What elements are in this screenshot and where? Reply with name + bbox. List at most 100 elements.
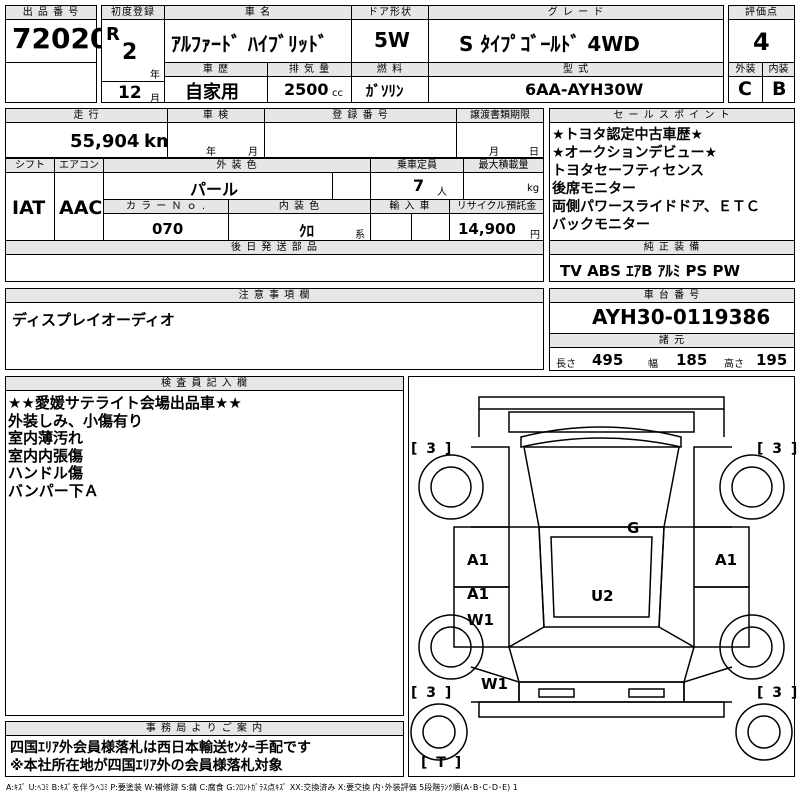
inspector-line: 室内内張傷 xyxy=(8,446,84,465)
transfer-label: 譲渡書類期限 xyxy=(457,109,543,123)
exterior-grade-box: 外装 C xyxy=(728,62,763,103)
mileage: 55,904 xyxy=(70,131,140,152)
tire-spare: [ T ] xyxy=(421,755,464,771)
score: 4 xyxy=(753,28,770,56)
office-box: 事 務 局 よ り ご 案 内 四国ｴﾘｱ外会員様落札は西日本輸送ｾﾝﾀｰ手配で… xyxy=(5,721,404,777)
model-label: 型 式 xyxy=(429,63,723,77)
month-unit: 月 xyxy=(150,94,160,105)
year-unit: 年 xyxy=(150,70,160,81)
transfer-box: 譲渡書類期限 月 日 xyxy=(456,108,544,158)
height-label: 高さ xyxy=(724,359,744,370)
ac-box: エアコン AAC xyxy=(54,158,104,241)
shift: IAT xyxy=(12,197,46,219)
later-parts-box: 後 日 発 送 部 品 xyxy=(5,240,544,282)
equipment-items: TV ABS ｴｱB ｱﾙﾐ PS PW xyxy=(560,262,741,280)
sales-point-line: トヨタセーフティセンス xyxy=(552,163,705,179)
first-registration-box: 初度登録 R 2 年 12 月 xyxy=(101,5,165,105)
damage-mark: W1 xyxy=(467,611,494,629)
damage-mark: A1 xyxy=(467,551,490,569)
sales-points-box: セ ー ル ス ポ イ ン ト ★トヨタ認定中古車歴★ ★オークションデビュー★… xyxy=(549,108,795,241)
chassis-label: 車 台 番 号 xyxy=(550,289,794,303)
sales-point-line: 後席モニター xyxy=(552,181,636,197)
color-number: 070 xyxy=(152,220,184,238)
dimensions-label: 諸 元 xyxy=(550,334,794,348)
width-value: 185 xyxy=(676,351,708,369)
notes-text: ディスプレイオーディオ xyxy=(12,311,175,329)
mileage-box: 走 行 55,904 km xyxy=(5,108,175,158)
fuel: ｶﾞｿﾘﾝ xyxy=(366,82,404,100)
ac-label: エアコン xyxy=(55,159,103,173)
history-label: 車 歴 xyxy=(165,63,267,77)
interior-color-unit: 系 xyxy=(355,230,365,241)
displacement: 2500 xyxy=(284,80,329,99)
length-value: 495 xyxy=(592,351,624,369)
car-name-label: 車 名 xyxy=(165,6,351,20)
equipment-label: 純 正 装 備 xyxy=(550,241,794,255)
score-label: 評価点 xyxy=(729,6,794,20)
notes-label: 注 意 事 項 欄 xyxy=(6,289,543,303)
recycle-label: リサイクル預託金 xyxy=(450,200,543,214)
registration-month: 12 xyxy=(118,83,142,103)
tire-front-right: [ 3 ] xyxy=(757,441,800,457)
history-box: 車 歴 自家用 xyxy=(164,62,268,103)
tire-front-left: [ 3 ] xyxy=(411,441,454,457)
color-box: 外 装 色 パール xyxy=(103,158,371,200)
import-box: 輸 入 車 xyxy=(370,199,450,241)
recycle-unit: 円 xyxy=(530,230,540,241)
first-registration-label: 初度登録 xyxy=(102,6,164,20)
damage-mark: A1 xyxy=(715,551,738,569)
load-label: 最大積載量 xyxy=(464,159,543,173)
grade-label: グ レ ー ド xyxy=(429,6,723,20)
interior-grade: B xyxy=(772,78,787,100)
height-value: 195 xyxy=(756,351,788,369)
exterior-label: 外装 xyxy=(729,63,762,77)
fuel-label: 燃 料 xyxy=(352,63,428,77)
model-box: 型 式 6AA-AYH30W xyxy=(428,62,724,103)
sales-points-list: ★トヨタ認定中古車歴★ ★オークションデビュー★ トヨタセーフティセンス 後席モ… xyxy=(552,126,760,234)
inspection-year-unit: 年 xyxy=(206,147,216,158)
damage-mark: A1 xyxy=(467,585,490,603)
sales-point-line: ★トヨタ認定中古車歴★ xyxy=(552,127,704,143)
lot-number: 72020 xyxy=(12,22,110,55)
displacement-unit: cc xyxy=(332,88,343,99)
legend: A:ｷｽﾞ U:ﾍｺﾐ B:ｷｽﾞを伴うﾍｺﾐ P:要塗装 W:補修跡 S:錆 … xyxy=(6,783,518,792)
color-label: 外 装 色 xyxy=(104,159,370,173)
displacement-label: 排 気 量 xyxy=(268,63,351,77)
registration-year: 2 xyxy=(122,40,138,65)
lot-number-box: 出 品 番 号 72020 xyxy=(5,5,109,63)
recycle-box: リサイクル預託金 14,900 円 xyxy=(449,199,544,241)
sales-points-label: セ ー ル ス ポ イ ン ト xyxy=(550,109,794,123)
damage-mark: G xyxy=(627,519,640,537)
inspection-box: 車 検 年 月 xyxy=(167,108,265,158)
interior-color: ｸﾛ xyxy=(299,222,315,240)
shift-label: シフト xyxy=(6,159,54,173)
tire-rear-left: [ 3 ] xyxy=(411,685,454,701)
equipment-box: 純 正 装 備 TV ABS ｴｱB ｱﾙﾐ PS PW xyxy=(549,240,795,282)
damage-mark: U2 xyxy=(591,587,614,605)
car-name-box: 車 名 ｱﾙﾌｧｰﾄﾞ ﾊｲﾌﾞﾘｯﾄﾞ xyxy=(164,5,352,63)
inspector-notes: ★★愛媛サテライト会場出品車★★ 外装しみ、小傷有り 室内薄汚れ 室内内張傷 ハ… xyxy=(8,394,242,500)
door-label: ドア形状 xyxy=(352,6,428,20)
inspector-box: 検 査 員 記 入 欄 ★★愛媛サテライト会場出品車★★ 外装しみ、小傷有り 室… xyxy=(5,376,404,716)
office-line: 四国ｴﾘｱ外会員様落札は西日本輸送ｾﾝﾀｰ手配です xyxy=(10,740,311,756)
exterior-color: パール xyxy=(190,180,239,199)
recycle-fee: 14,900 xyxy=(458,220,516,238)
model-code: 6AA-AYH30W xyxy=(525,80,644,99)
car-name: ｱﾙﾌｧｰﾄﾞ ﾊｲﾌﾞﾘｯﾄﾞ xyxy=(171,32,328,56)
capacity: 7 xyxy=(413,176,425,195)
plate-box: 登 録 番 号 xyxy=(264,108,457,158)
shift-box: シフト IAT xyxy=(5,158,55,241)
transfer-month-unit: 月 xyxy=(489,147,499,158)
damage-diagram: [ 3 ] [ 3 ] [ 3 ] [ 3 ] [ T ] G A1 A1 A1… xyxy=(408,376,797,777)
lot-number-label: 出 品 番 号 xyxy=(6,6,96,20)
tire-rear-right: [ 3 ] xyxy=(757,685,800,701)
capacity-unit: 人 xyxy=(437,187,447,198)
interior-label: 内装 xyxy=(763,63,794,77)
grade-box: グ レ ー ド S ﾀｲﾌﾟｺﾞｰﾙﾄﾞ 4WD xyxy=(428,5,724,63)
office-notes: 四国ｴﾘｱ外会員様落札は西日本輸送ｾﾝﾀｰ手配です ※本社所在地が四国ｴﾘｱ外の… xyxy=(10,739,311,775)
door-type: 5W xyxy=(374,28,410,52)
notes-box: 注 意 事 項 欄 ディスプレイオーディオ xyxy=(5,288,544,370)
load-unit: kg xyxy=(527,183,540,194)
color-no-box: カ ラ ー Ｎ ｏ . 070 xyxy=(103,199,229,241)
fuel-box: 燃 料 ｶﾞｿﾘﾝ xyxy=(351,62,429,103)
